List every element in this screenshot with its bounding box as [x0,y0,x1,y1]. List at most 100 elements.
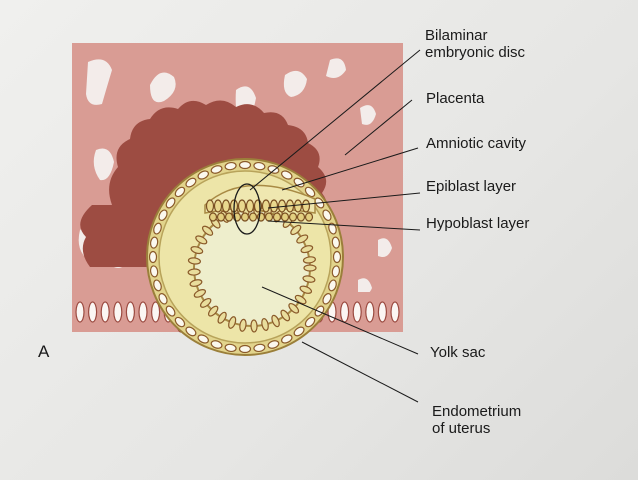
cell [267,340,280,349]
cell [228,316,237,329]
cell [197,170,209,180]
bilaminar-disc [205,199,314,222]
cell [195,235,208,245]
cell [165,197,176,209]
label-placenta: Placenta [426,90,485,107]
label-bilaminar-line1: Bilaminar [425,27,488,44]
cell [302,256,316,264]
leader-lines [249,49,421,403]
cell [224,343,237,353]
cell [269,199,279,213]
cell [280,309,291,322]
cell [138,301,148,323]
label-endometrium-line2: of uterus [432,420,491,437]
cell [300,245,314,254]
label-hypoblast: Hypoblast layer [426,215,530,232]
label-bilaminar-line2: embryonic disc [425,44,526,61]
cell [238,344,252,354]
cell [187,257,201,265]
cell [304,186,316,198]
cell [288,302,300,314]
cell [294,294,307,305]
cell [153,222,162,235]
leader-hypoblast [267,220,421,231]
cell [261,318,269,331]
cell [272,212,282,222]
cell [201,225,214,236]
gland [326,58,346,78]
label-amniotic-cavity: Amniotic cavity [426,135,527,152]
cell [365,301,375,323]
cell [87,301,98,323]
cell [174,316,186,328]
cell [377,301,387,323]
cell [216,212,226,222]
gland [93,148,114,181]
label-epiblast: Epiblast layer [426,178,517,195]
cell [149,265,159,278]
cell [301,199,311,213]
label-bilaminar: Bilaminar embryonic disc [425,27,525,61]
cell [261,199,271,213]
cell [331,265,341,278]
cell [248,212,258,222]
cell [293,199,303,213]
cell [197,334,209,344]
cell [302,275,316,283]
cell [390,301,400,323]
cell [185,326,197,337]
cell [190,246,204,255]
cell [352,301,362,323]
cell [185,177,197,188]
cell [290,224,302,236]
panel-letter: A [38,342,50,361]
label-endometrium: Endometrium of uterus [432,403,521,437]
cell [158,209,168,221]
cell [281,170,293,180]
cell [193,289,207,298]
cell [217,311,227,324]
leader-endometrium [301,341,419,403]
cell [187,268,201,276]
gland [86,59,112,105]
cell [267,165,280,174]
gland [378,238,392,257]
leader-yolk [261,286,419,355]
label-endometrium-line1: Endometrium [432,403,522,420]
cell [113,301,123,323]
cell [296,212,306,222]
cell [149,236,159,249]
cell [322,209,332,221]
cell [250,319,258,333]
cell [264,212,274,222]
cell [224,161,237,171]
cell [239,318,247,332]
cell [322,293,332,305]
cell [245,199,255,213]
gland [150,72,176,103]
cell [293,326,305,337]
cell [332,250,342,264]
cell [125,301,135,323]
gland [358,278,372,296]
cell [75,301,85,323]
cell [165,305,176,317]
cell [253,161,266,171]
cell [153,279,162,292]
cell [205,199,215,213]
cell [328,222,337,235]
cell [207,305,219,317]
cell [281,334,293,344]
cell [189,279,203,287]
trophoblast-cells [148,160,342,354]
cell [151,301,161,323]
cell [304,316,316,328]
label-yolk-sac: Yolk sac [430,344,486,361]
cell [296,234,309,244]
cell [213,199,223,213]
cell [299,285,313,294]
cell [221,199,231,213]
leader-placenta [344,99,413,156]
leader-epiblast [267,192,421,209]
